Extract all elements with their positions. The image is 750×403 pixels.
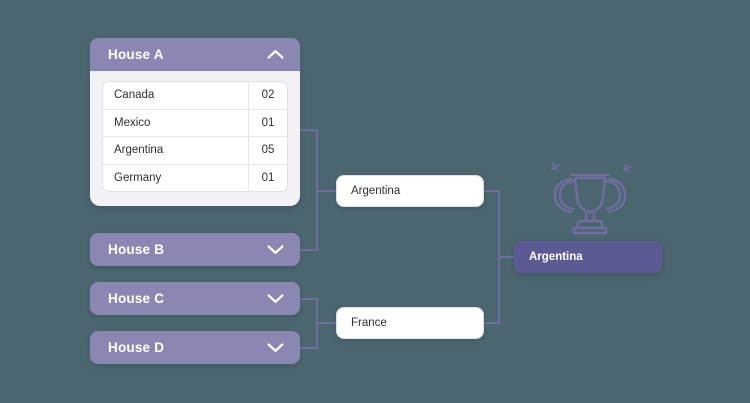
house-panel-d[interactable]: House D [90, 331, 300, 364]
connector-semifinal2-in [316, 322, 336, 324]
connector-final-in [498, 256, 514, 258]
semifinal-2-team: France [351, 317, 387, 329]
chevron-down-icon[interactable] [267, 293, 284, 304]
connector-semifinal2-out [484, 322, 498, 324]
house-a-title: House A [108, 47, 164, 62]
team-score: 01 [248, 164, 287, 191]
house-c-header[interactable]: House C [90, 282, 300, 315]
house-d-title: House D [108, 340, 165, 355]
house-a-header[interactable]: House A [90, 38, 300, 71]
chevron-down-icon[interactable] [267, 244, 284, 255]
team-score: 05 [248, 137, 287, 165]
semifinal-card-2[interactable]: France [336, 307, 484, 339]
team-name: Argentina [103, 137, 248, 165]
house-a-score-table: Canada 02 Mexico 01 Argentina 05 Germany… [102, 81, 288, 192]
house-d-header[interactable]: House D [90, 331, 300, 364]
house-c-title: House C [108, 291, 165, 306]
team-score: 01 [248, 109, 287, 137]
connector-semifinal1-out [484, 190, 498, 192]
connector-semifinal1-in [316, 190, 336, 192]
trophy-icon [547, 160, 633, 238]
house-b-header[interactable]: House B [90, 233, 300, 266]
connector-housed-out [300, 347, 316, 349]
team-name: Mexico [103, 110, 248, 137]
table-row[interactable]: Germany 01 [103, 164, 287, 191]
team-name: Germany [114, 171, 162, 184]
semifinal-card-1[interactable]: Argentina [336, 175, 484, 207]
house-panel-a[interactable]: House A Canada 02 Mexico 01 Argentin [90, 38, 300, 206]
house-panel-b[interactable]: House B [90, 233, 300, 266]
semifinal-1-team: Argentina [351, 185, 401, 197]
house-b-title: House B [108, 242, 165, 257]
team-score: 02 [248, 82, 287, 110]
table-row[interactable]: Argentina 05 [103, 137, 287, 165]
table-row[interactable]: Mexico 01 [103, 109, 287, 137]
table-row[interactable]: Canada 02 [103, 82, 287, 110]
chevron-up-icon[interactable] [267, 49, 284, 60]
chevron-down-icon[interactable] [267, 342, 284, 353]
final-winner-team: Argentina [529, 251, 583, 263]
connector-houseb-out [300, 249, 316, 251]
team-name: Canada [103, 82, 248, 110]
house-panel-c[interactable]: House C [90, 282, 300, 315]
connector-housea-out [300, 129, 316, 131]
house-a-body: Canada 02 Mexico 01 Argentina 05 Germany… [90, 71, 300, 206]
connector-housec-out [300, 298, 316, 300]
final-winner-card[interactable]: Argentina [514, 241, 662, 273]
